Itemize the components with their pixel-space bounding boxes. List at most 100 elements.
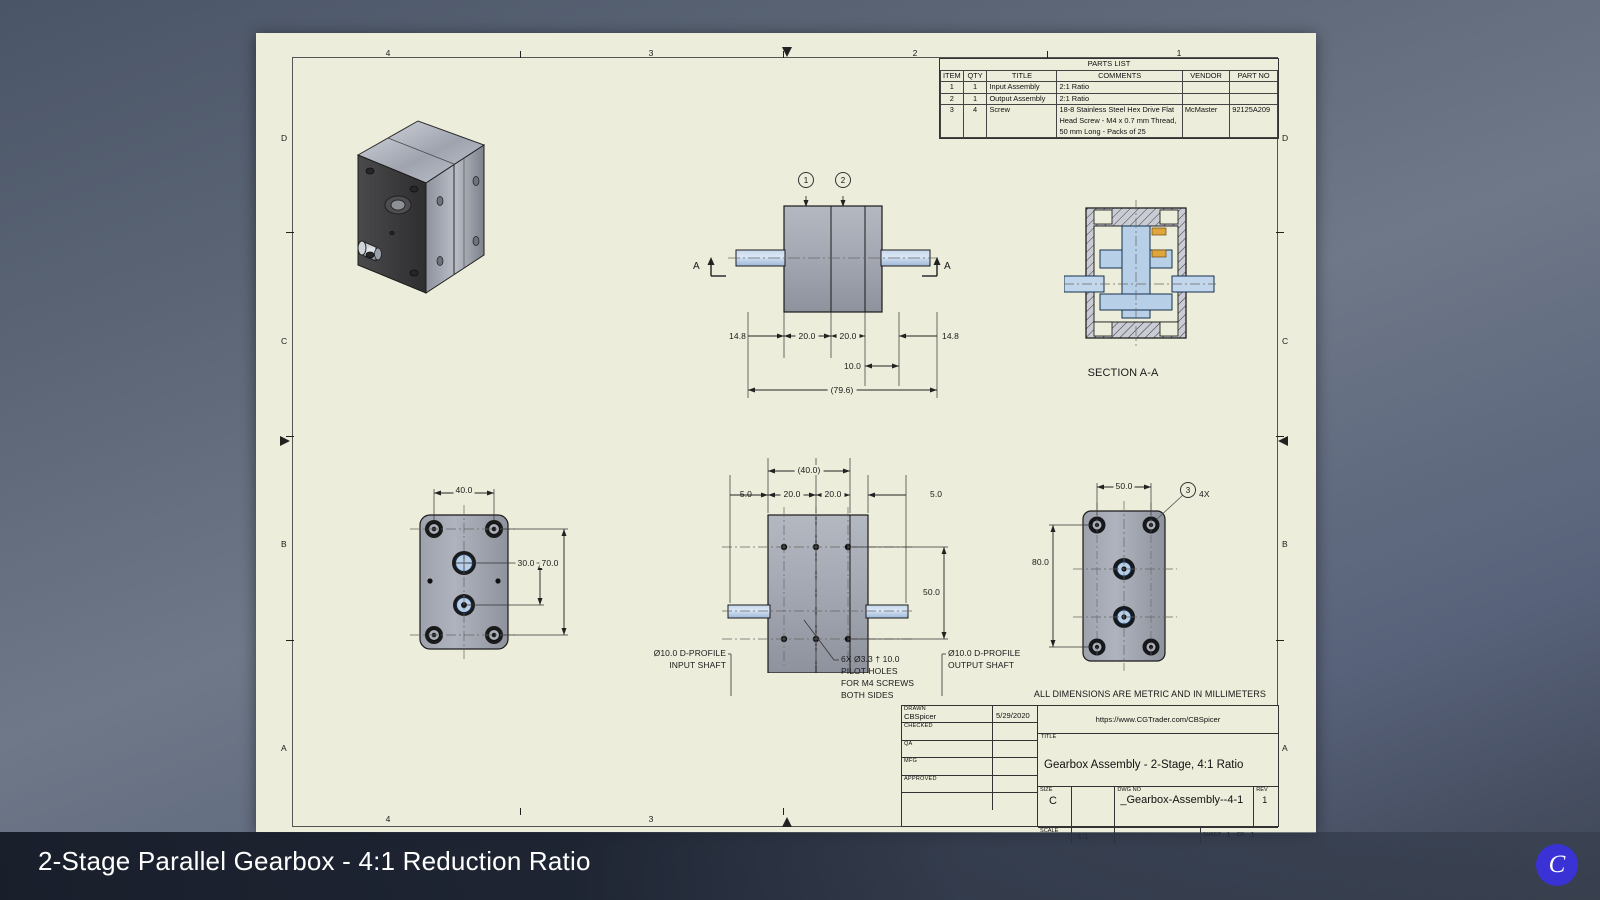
zone-tick-right-2 bbox=[1276, 436, 1284, 437]
parts-list-grid: PARTS LIST ITEM QTY TITLE COMMENTS VENDO… bbox=[940, 59, 1278, 139]
table-row[interactable]: 3 4 Screw 18-8 Stainless Steel Hex Drive… bbox=[940, 104, 1278, 139]
label-size: SIZE bbox=[1040, 787, 1053, 793]
cell-spacer bbox=[1072, 787, 1116, 827]
label-approved: APPROVED bbox=[904, 775, 937, 782]
label-qa: QA bbox=[904, 740, 913, 747]
title-block-approvals: DRAWN CBSpicer 5/29/2020 CHECKED bbox=[902, 706, 1038, 826]
zone-right-D: D bbox=[1282, 133, 1289, 143]
side-elevation-view bbox=[722, 507, 914, 673]
parts-list-header-row: ITEM QTY TITLE COMMENTS VENDOR PART NO bbox=[940, 69, 1278, 83]
cell-blank-date bbox=[992, 792, 1038, 811]
zone-top-1: 1 bbox=[1176, 48, 1182, 58]
cell-size: SIZE C bbox=[1038, 787, 1072, 827]
zone-tick-left-2 bbox=[286, 436, 294, 437]
label-title: TITLE bbox=[1041, 734, 1057, 740]
balloon-item-1[interactable]: 1 bbox=[798, 172, 814, 188]
note-input-shaft-line-1: Ø10.0 D-PROFILE bbox=[653, 648, 726, 658]
dim-front-stage-1: 20.0 bbox=[795, 331, 819, 341]
parts-list-title-row: PARTS LIST bbox=[940, 59, 1278, 71]
zone-top-3: 3 bbox=[648, 48, 654, 58]
header-vendor: VENDOR bbox=[1181, 69, 1231, 83]
value-drawn-date: 5/29/2020 bbox=[996, 711, 1030, 720]
zone-tick-right-1 bbox=[1276, 232, 1284, 233]
zone-tick-left-3 bbox=[286, 640, 294, 641]
note-leaders bbox=[728, 619, 946, 696]
title-block-main: https://www.CGTrader.com/CBSpicer TITLE … bbox=[1038, 706, 1278, 844]
zone-left-B: B bbox=[281, 539, 287, 549]
row-checked[interactable]: CHECKED bbox=[902, 723, 1037, 741]
cell-qty: 4 bbox=[962, 104, 988, 139]
section-arrow-right bbox=[922, 257, 941, 277]
cell-mfg-date bbox=[992, 758, 1038, 775]
zone-right-B: B bbox=[1282, 539, 1288, 549]
row-drawn[interactable]: DRAWN CBSpicer 5/29/2020 bbox=[902, 706, 1038, 724]
title-block-bottom: SIZE C DWG NO _Gearbox-Assembly--4-1 REV… bbox=[1038, 787, 1278, 827]
zone-bottom-3: 3 bbox=[648, 814, 654, 824]
front-elevation-view bbox=[728, 196, 938, 313]
row-blank[interactable] bbox=[902, 792, 1038, 811]
cell-drawn-date: 5/29/2020 bbox=[992, 706, 1038, 723]
balloon-item-2[interactable]: 2 bbox=[835, 172, 851, 188]
dim-front-right-offset: 14.8 bbox=[942, 331, 959, 341]
caption-bar: 2-Stage Parallel Gearbox - 4:1 Reduction… bbox=[0, 832, 1600, 900]
cell-url[interactable]: https://www.CGTrader.com/CBSpicer bbox=[1038, 706, 1278, 734]
label-drawn: DRAWN bbox=[904, 706, 926, 712]
note-output-shaft-line-2: OUTPUT SHAFT bbox=[948, 660, 1015, 670]
dim-right-width: 50.0 bbox=[1113, 481, 1135, 491]
zone-tick-top-2 bbox=[783, 51, 784, 58]
section-arrow-right-label: A bbox=[944, 261, 951, 272]
section-arrow-left-label: A bbox=[693, 261, 700, 272]
cell-title: Input Assembly bbox=[986, 81, 1058, 94]
zone-tick-right-3 bbox=[1276, 640, 1284, 641]
label-checked: CHECKED bbox=[904, 723, 933, 730]
parts-list-table: PARTS LIST ITEM QTY TITLE COMMENTS VENDO… bbox=[939, 58, 1279, 140]
row-qa[interactable]: QA bbox=[902, 740, 1037, 759]
center-mark-top bbox=[782, 47, 792, 57]
balloon-item-3[interactable]: 3 bbox=[1180, 482, 1196, 498]
cell-item: 3 bbox=[940, 104, 964, 139]
cell-drawing-title: TITLE Gearbox Assembly - 2-Stage, 4:1 Ra… bbox=[1038, 734, 1278, 787]
zone-right-A: A bbox=[1282, 743, 1288, 753]
drawing-sheet: 4 3 2 1 4 3 2 1 D C B A D C B A bbox=[256, 33, 1316, 844]
dim-front-stage-2: 20.0 bbox=[836, 331, 860, 341]
cell-vendor bbox=[1181, 81, 1231, 94]
value-url: https://www.CGTrader.com/CBSpicer bbox=[1095, 715, 1221, 724]
cell-item: 1 bbox=[940, 81, 964, 94]
value-rev: 1 bbox=[1262, 795, 1268, 805]
label-dwg-no: DWG NO bbox=[1117, 787, 1141, 793]
cell-comments: 2:1 Ratio bbox=[1056, 92, 1183, 106]
value-size: C bbox=[1049, 795, 1057, 807]
section-arrow-left bbox=[707, 257, 726, 277]
cell-vendor bbox=[1181, 92, 1231, 106]
section-view-label: SECTION A-A bbox=[1087, 367, 1159, 379]
row-approved[interactable]: APPROVED bbox=[902, 775, 1037, 793]
dim-front-overall: (79.6) bbox=[827, 385, 857, 395]
cell-qty: 1 bbox=[962, 92, 988, 106]
zone-left-D: D bbox=[281, 133, 288, 143]
cell-comments: 18-8 Stainless Steel Hex Drive Flat Head… bbox=[1056, 104, 1183, 139]
zone-tick-bot-1 bbox=[520, 808, 521, 815]
cgtrader-logo[interactable]: C bbox=[1536, 844, 1578, 886]
dim-front-left-offset: 14.8 bbox=[729, 331, 746, 341]
center-mark-left bbox=[280, 436, 290, 446]
row-mfg[interactable]: MFG bbox=[902, 758, 1038, 776]
zone-right-C: C bbox=[1282, 336, 1289, 346]
table-row[interactable]: 1 1 Input Assembly 2:1 Ratio bbox=[940, 81, 1278, 94]
end-view-output-side bbox=[1049, 483, 1184, 671]
header-comments: COMMENTS bbox=[1056, 69, 1183, 83]
header-part-no: PART NO bbox=[1229, 69, 1278, 83]
center-mark-bottom bbox=[782, 817, 792, 827]
zone-tick-left-1 bbox=[286, 232, 294, 233]
zone-left-A: A bbox=[281, 743, 287, 753]
cell-vendor: McMaster bbox=[1181, 104, 1231, 139]
dim-center-stage-2: 20.0 bbox=[821, 489, 845, 499]
table-row[interactable]: 2 1 Output Assembly 2:1 Ratio bbox=[940, 92, 1278, 106]
center-mark-right bbox=[1278, 436, 1288, 446]
section-view bbox=[1064, 200, 1216, 346]
dim-center-stage-1: 20.0 bbox=[780, 489, 804, 499]
dim-front-shaft-step: 10.0 bbox=[844, 361, 861, 371]
note-pilot-holes-line-2: PILOT HOLES bbox=[841, 666, 898, 676]
note-pilot-holes-line-1: 6X Ø3.3 † 10.0 bbox=[841, 654, 900, 664]
cell-comments: 2:1 Ratio bbox=[1056, 81, 1183, 94]
